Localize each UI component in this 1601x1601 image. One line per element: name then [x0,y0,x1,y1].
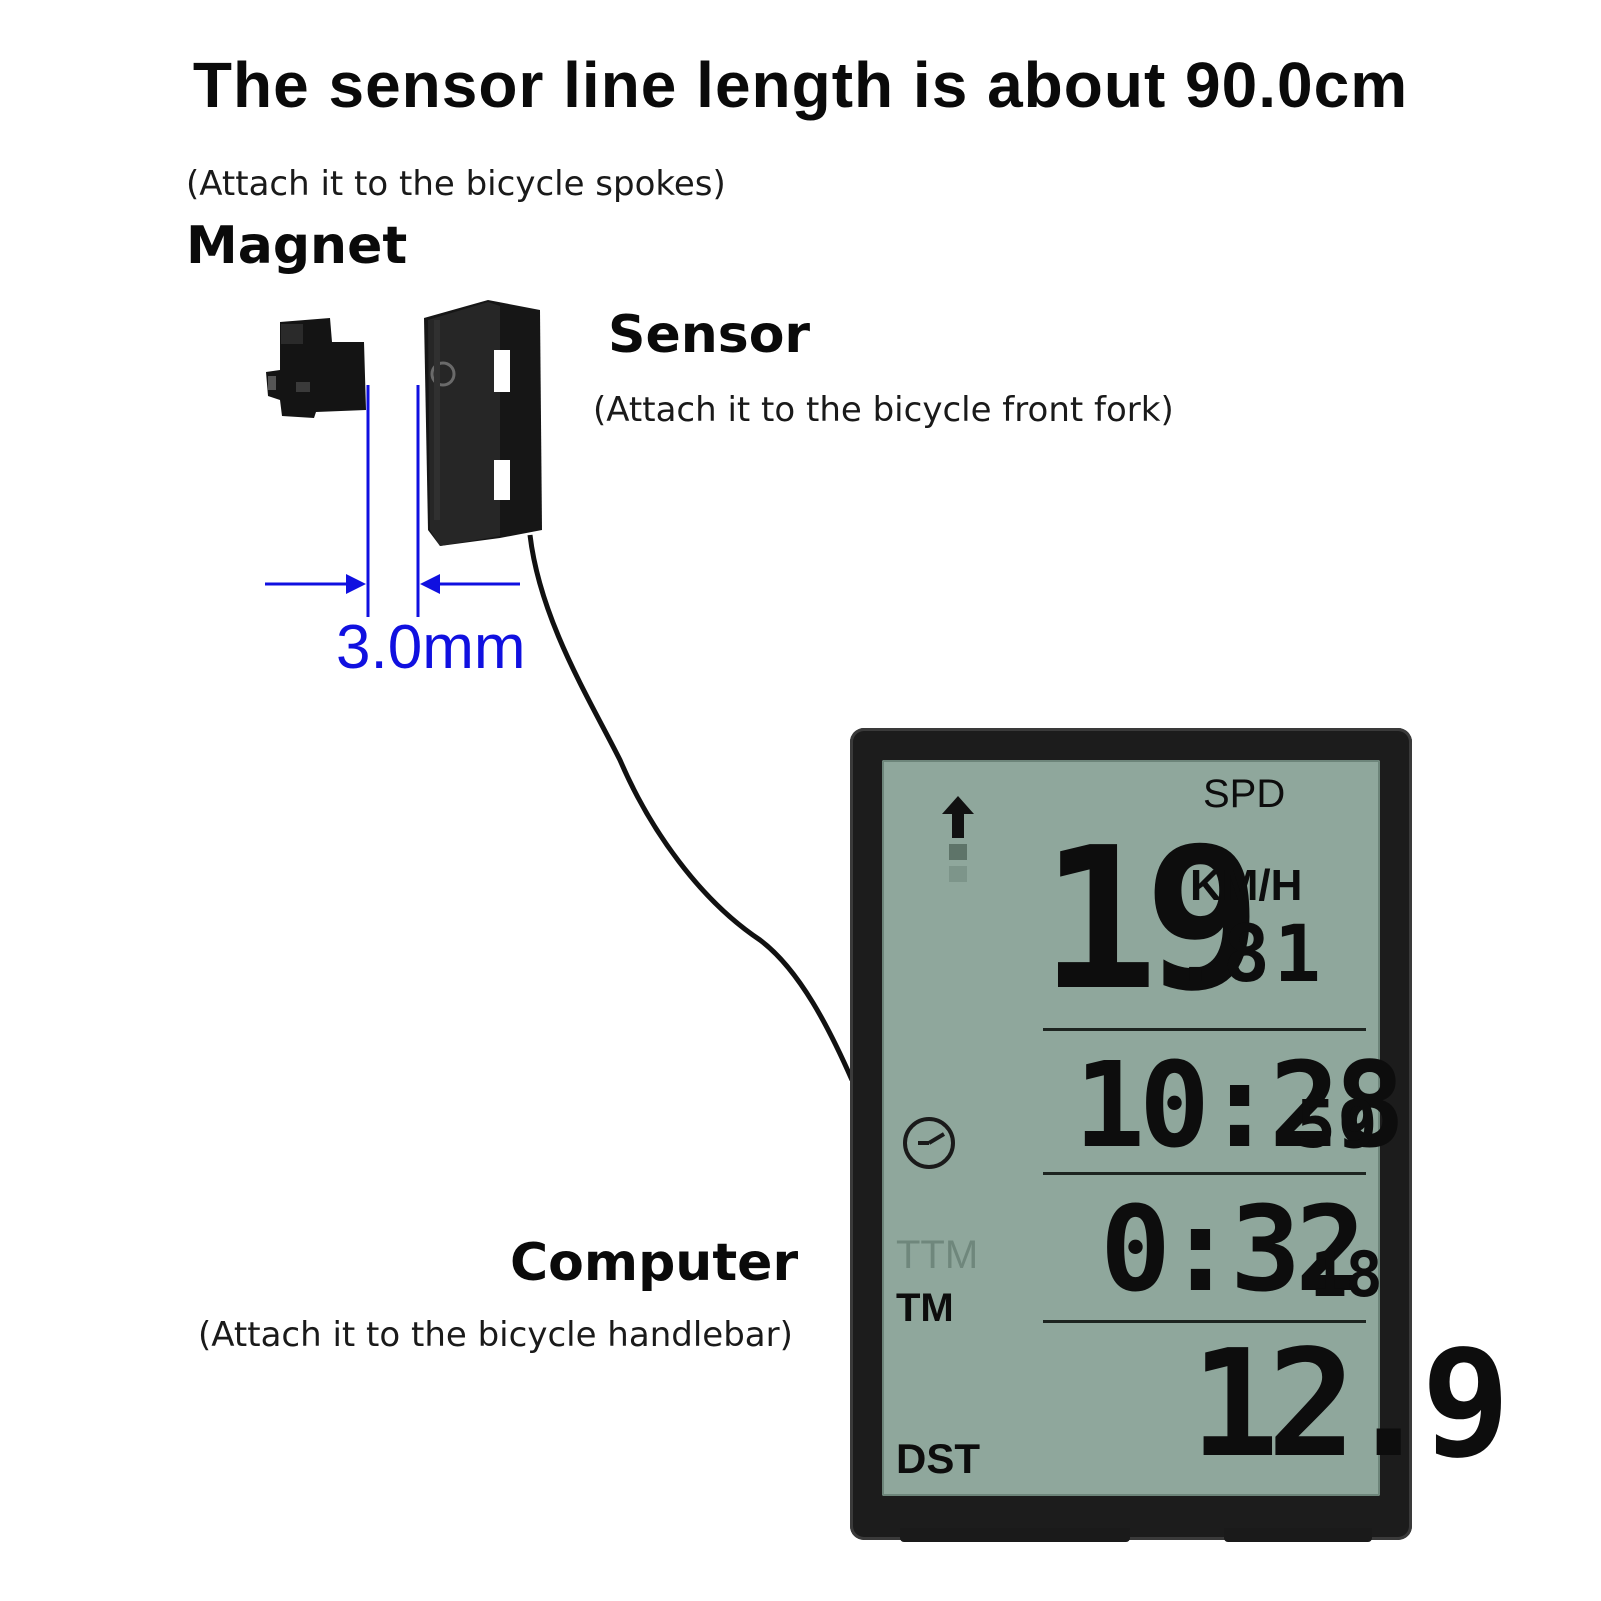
clock-icon [903,1117,955,1169]
sensor-note: (Attach it to the bicycle front fork) [593,390,1174,430]
trip-seconds: 18 [1310,1238,1383,1311]
sensor-image [424,300,542,546]
ttm-label: TTM [896,1233,979,1277]
lcd-screen [882,760,1380,1496]
mode-label: SPD [1203,772,1286,816]
clock-seconds: 59 [1296,1086,1380,1163]
device-foot-right [1224,1528,1372,1542]
magnet-image [266,318,366,418]
device-foot-left [900,1528,1130,1542]
sensor-cable [527,534,855,1082]
up-arrow-icon [942,796,974,882]
clock-time: 10:28 [1074,1036,1405,1174]
sensor-label: Sensor [608,305,811,365]
tm-label: TM [896,1286,954,1330]
gap-dimension [265,385,520,617]
dst-label: DST [896,1435,980,1482]
magnet-note: (Attach it to the bicycle spokes) [186,164,726,204]
distance-value: 12.9 [1190,1318,1510,1490]
magnet-label: Magnet [186,216,408,276]
computer-note: (Attach it to the bicycle handlebar) [198,1315,793,1355]
gap-measurement: 3.0mm [336,613,526,682]
lcd-divider-2 [1043,1172,1366,1175]
diagram-title: The sensor line length is about 90.0cm [192,49,1409,121]
speed-unit: KM/H [1190,861,1303,910]
speed-value: 19 [1040,806,1262,1034]
trip-time: 0:32 [1100,1180,1366,1318]
speed-decimal: .81 [1172,910,1325,1000]
computer-label: Computer [510,1233,799,1293]
lcd-divider-1 [1043,1028,1366,1031]
lcd-divider-3 [1043,1320,1366,1323]
